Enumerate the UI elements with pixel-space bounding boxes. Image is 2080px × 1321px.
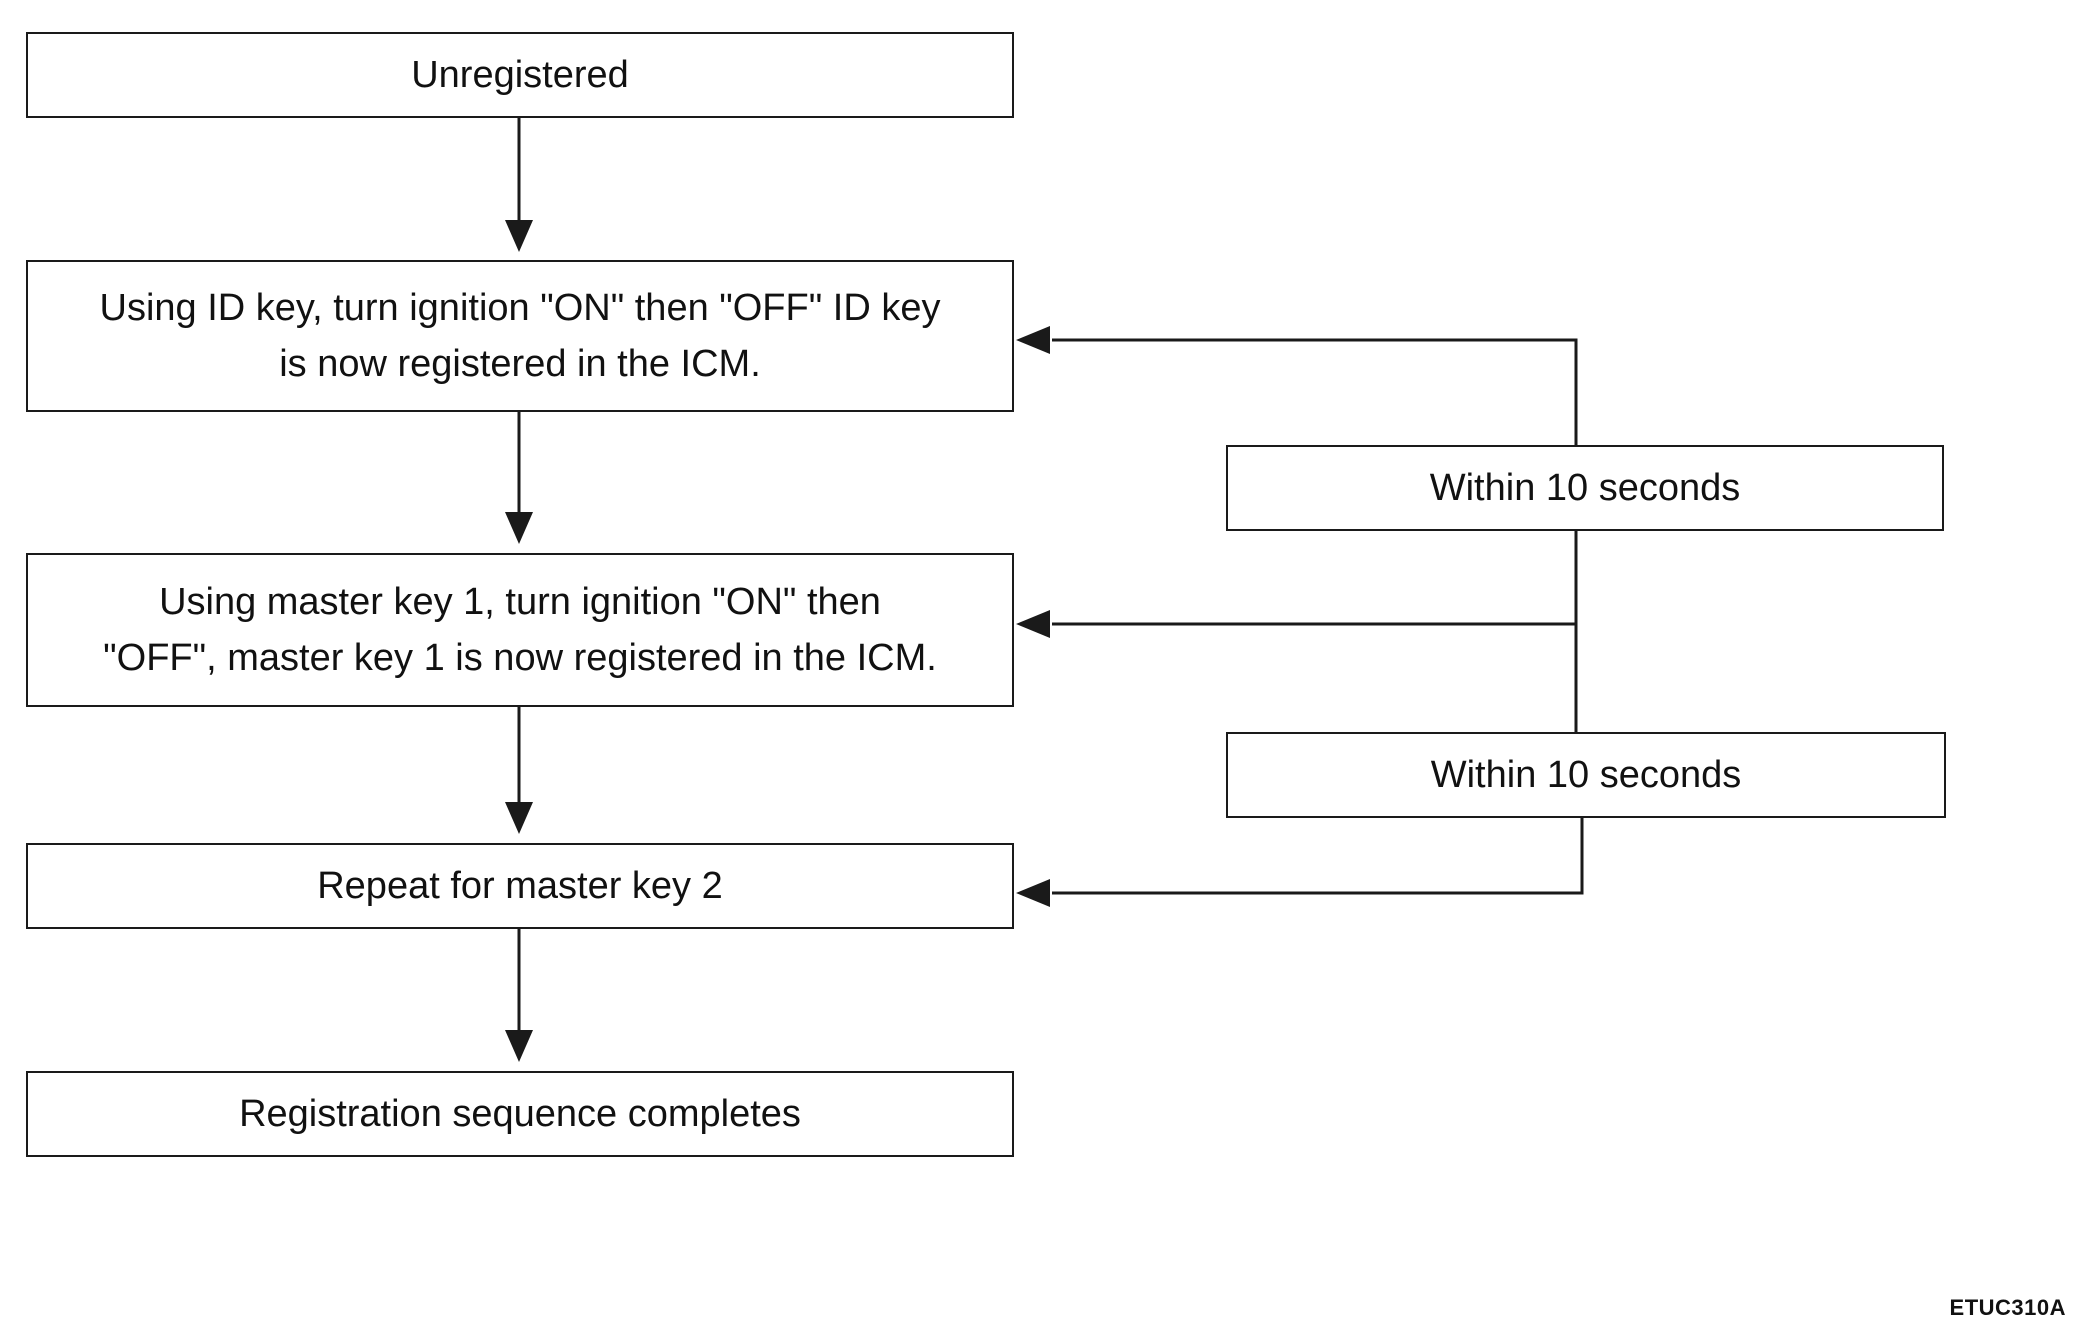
arrowhead-down-1: [505, 220, 533, 252]
step-master-key-1: Using master key 1, turn ignition "ON" t…: [26, 553, 1014, 707]
timing-box-2-label: Within 10 seconds: [1430, 754, 1742, 796]
feedback-line-master-2: [1052, 818, 1584, 895]
feedback-line-id-key: [1052, 338, 1578, 445]
step-master-key-2-label: Repeat for master key 2: [317, 865, 723, 907]
step-complete: Registration sequence completes: [26, 1071, 1014, 1157]
step-unregistered: Unregistered: [26, 32, 1014, 118]
step-master-key-1-line-1: Using master key 1, turn ignition "ON" t…: [159, 581, 881, 623]
step-master-key-1-line-2: "OFF", master key 1 is now registered in…: [103, 637, 937, 679]
arrowhead-left-1: [1016, 326, 1050, 354]
step-unregistered-label: Unregistered: [411, 54, 629, 96]
arrowhead-left-3: [1016, 879, 1050, 907]
step-master-key-2: Repeat for master key 2: [26, 843, 1014, 929]
figure-code: ETUC310A: [1949, 1295, 2066, 1320]
arrowhead-down-3: [505, 802, 533, 834]
step-id-key: Using ID key, turn ignition "ON" then "O…: [26, 260, 1014, 412]
arrowhead-left-2: [1016, 610, 1050, 638]
timing-box-1-label: Within 10 seconds: [1429, 467, 1741, 509]
step-complete-label: Registration sequence completes: [239, 1093, 801, 1135]
arrowhead-down-2: [505, 512, 533, 544]
arrowhead-down-4: [505, 1030, 533, 1062]
step-id-key-line-1: Using ID key, turn ignition "ON" then "O…: [99, 287, 941, 329]
timing-box-2: Within 10 seconds: [1226, 732, 1946, 818]
timing-box-1: Within 10 seconds: [1226, 445, 1944, 531]
step-id-key-line-2: is now registered in the ICM.: [279, 343, 761, 385]
